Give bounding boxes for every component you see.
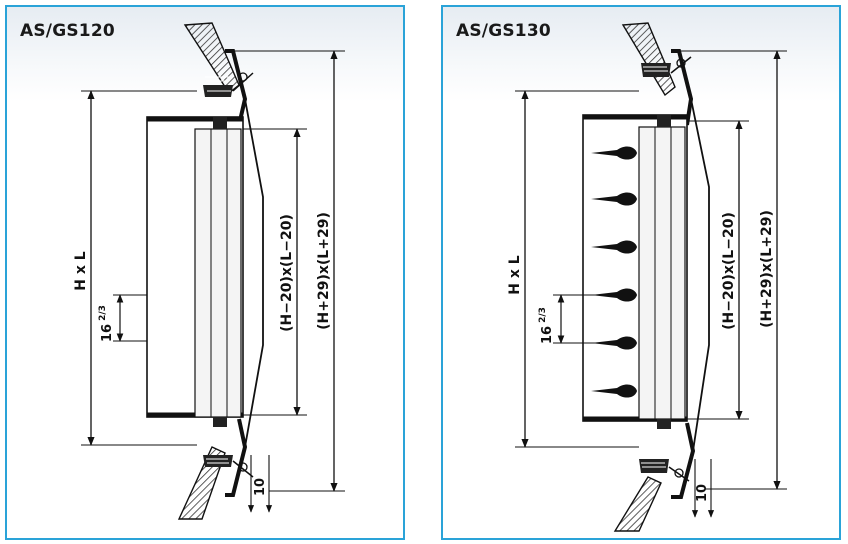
- label-flange: 10: [253, 478, 268, 496]
- drawing-panel-as-gs120: AS/GS120: [5, 5, 405, 540]
- grille-drawing-as-gs130: H x L (H−20)x(L−20) (H+29)x(L+29) 16 2/3…: [507, 22, 787, 532]
- label-pitch: 16: [100, 324, 115, 342]
- label-outer: H x L: [507, 255, 523, 294]
- flange-top: [671, 49, 694, 126]
- outer-profile: [244, 98, 264, 448]
- label-overall: (H+29)x(L+29): [316, 212, 332, 330]
- outer-profile: [690, 98, 710, 452]
- wall-section-bottom: [613, 476, 662, 532]
- drawing-panel-as-gs130: AS/GS130: [441, 5, 841, 540]
- screw-bottom: [203, 455, 254, 478]
- label-pitch-fraction: 2/3: [98, 305, 108, 321]
- wall-section-top: [183, 22, 240, 95]
- screw-top: [641, 56, 692, 77]
- label-pitch: 16: [540, 326, 555, 344]
- grille-drawing-as-gs120: H x L (H−20)x(L−20) (H+29)x(L+29) 16 2/3…: [73, 22, 345, 520]
- grille-blade-pack: [194, 128, 242, 418]
- wall-section-top: [621, 22, 676, 97]
- label-flange: 10: [695, 484, 710, 502]
- screw-top: [203, 72, 254, 97]
- panel-title: AS/GS130: [456, 21, 551, 41]
- label-overall: (H+29)x(L+29): [759, 210, 775, 328]
- panel-title: AS/GS120: [20, 21, 115, 41]
- label-pitch-fraction: 2/3: [538, 307, 548, 323]
- grille-blade-pack: [638, 126, 686, 420]
- screw-bottom: [639, 459, 690, 482]
- label-inner: (H−20)x(L−20): [721, 212, 737, 330]
- flange-bottom: [671, 422, 696, 499]
- flange-bottom: [225, 418, 248, 497]
- label-inner: (H−20)x(L−20): [279, 214, 295, 332]
- label-outer: H x L: [73, 251, 89, 290]
